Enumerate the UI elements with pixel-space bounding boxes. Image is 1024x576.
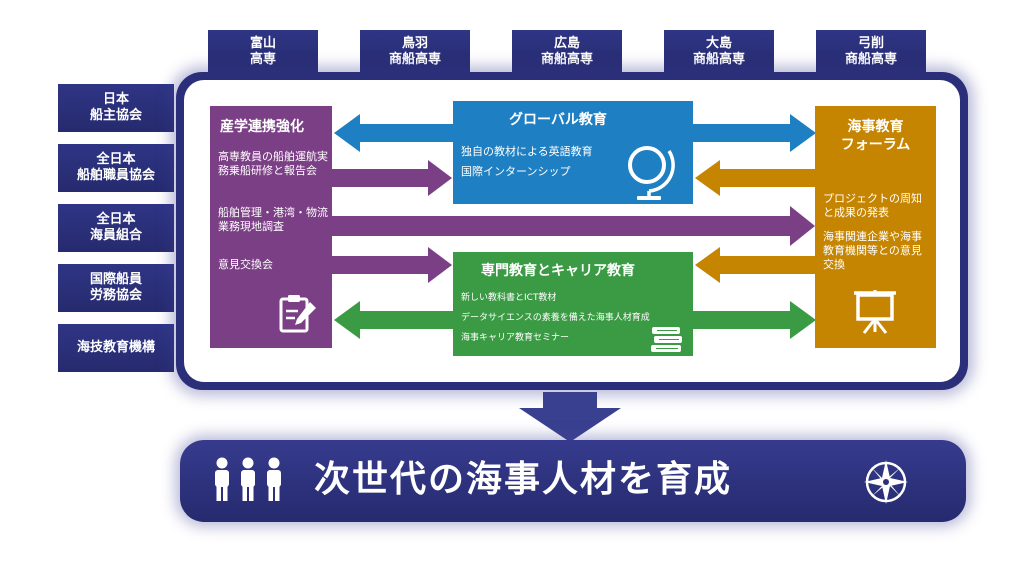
global-item-english: 独自の教材による英語教育 (461, 145, 593, 158)
global-education-box: グローバル教育 独自の教材による英語教育 国際インターンシップ (453, 101, 693, 204)
org-tab-shipowners: 日本 船主協会 (58, 84, 174, 132)
industry-item-exchange: 意見交換会 (218, 258, 273, 271)
school-tab-oshima: 大島 商船高専 (664, 30, 774, 74)
books-icon (651, 327, 682, 352)
goal-text: 次世代の海事人材を育成 (314, 459, 733, 500)
arrow-purple-to-global (332, 160, 452, 196)
specialized-item-textbook: 新しい教科書とICT教材 (461, 293, 557, 303)
clipboard-pen-icon (279, 295, 316, 333)
arrow-down-to-goal (519, 392, 621, 442)
forum-item-publicity: プロジェクトの周知と成果の発表 (823, 192, 922, 219)
presentation-board-icon (854, 290, 896, 334)
global-title: グローバル教育 (509, 112, 607, 128)
goal-banner (180, 440, 966, 522)
arrow-purple-to-specialized (332, 247, 452, 283)
specialized-title: 専門教育とキャリア教育 (481, 263, 635, 279)
industry-item-survey: 船舶管理・港湾・物流業務現地調査 (218, 206, 328, 233)
globe-icon (628, 146, 675, 200)
org-tab-maritime-education: 海技教育機構 (58, 324, 174, 372)
maritime-forum-box: 海事教育 フォーラム プロジェクトの周知と成果の発表 海事関連企業や海事教育機関… (815, 106, 936, 348)
forum-title: 海事教育 フォーラム (840, 119, 911, 153)
school-tab-hiroshima: 広島 商船高専 (512, 30, 622, 74)
compass-rose-icon (864, 460, 908, 504)
specialized-item-seminar: 海事キャリア教育セミナー (461, 333, 570, 343)
org-tab-ship-officers: 全日本 船舶職員協会 (58, 144, 174, 192)
specialized-item-datascience: データサイエンスの素養を備えた海事人材育成 (461, 313, 650, 323)
org-tab-intl-seafarers: 国際船員 労務協会 (58, 264, 174, 312)
arrow-orange-to-global (695, 160, 815, 196)
arrow-purple-to-forum (332, 206, 815, 246)
people-group-icon (215, 457, 281, 501)
school-tab-yuge: 弓削 商船高専 (816, 30, 926, 74)
arrow-orange-to-specialized (695, 247, 815, 283)
school-tab-toyama: 富山 高専 (208, 30, 318, 74)
industry-title: 産学連携強化 (220, 119, 304, 135)
school-tab-toba: 鳥羽 商船高専 (360, 30, 470, 74)
global-item-internship: 国際インターンシップ (461, 165, 571, 178)
industry-item-training: 高専教員の船舶運航実務乗船研修と報告会 (218, 150, 328, 177)
industry-collaboration-box: 産学連携強化 高専教員の船舶運航実務乗船研修と報告会 船舶管理・港湾・物流業務現… (210, 106, 332, 348)
specialized-education-box: 専門教育とキャリア教育 新しい教科書とICT教材 データサイエンスの素養を備えた… (453, 252, 693, 356)
org-tab-seafarers-union: 全日本 海員組合 (58, 204, 174, 252)
forum-item-exchange: 海事関連企業や海事教育機関等との意見交換 (823, 230, 922, 271)
